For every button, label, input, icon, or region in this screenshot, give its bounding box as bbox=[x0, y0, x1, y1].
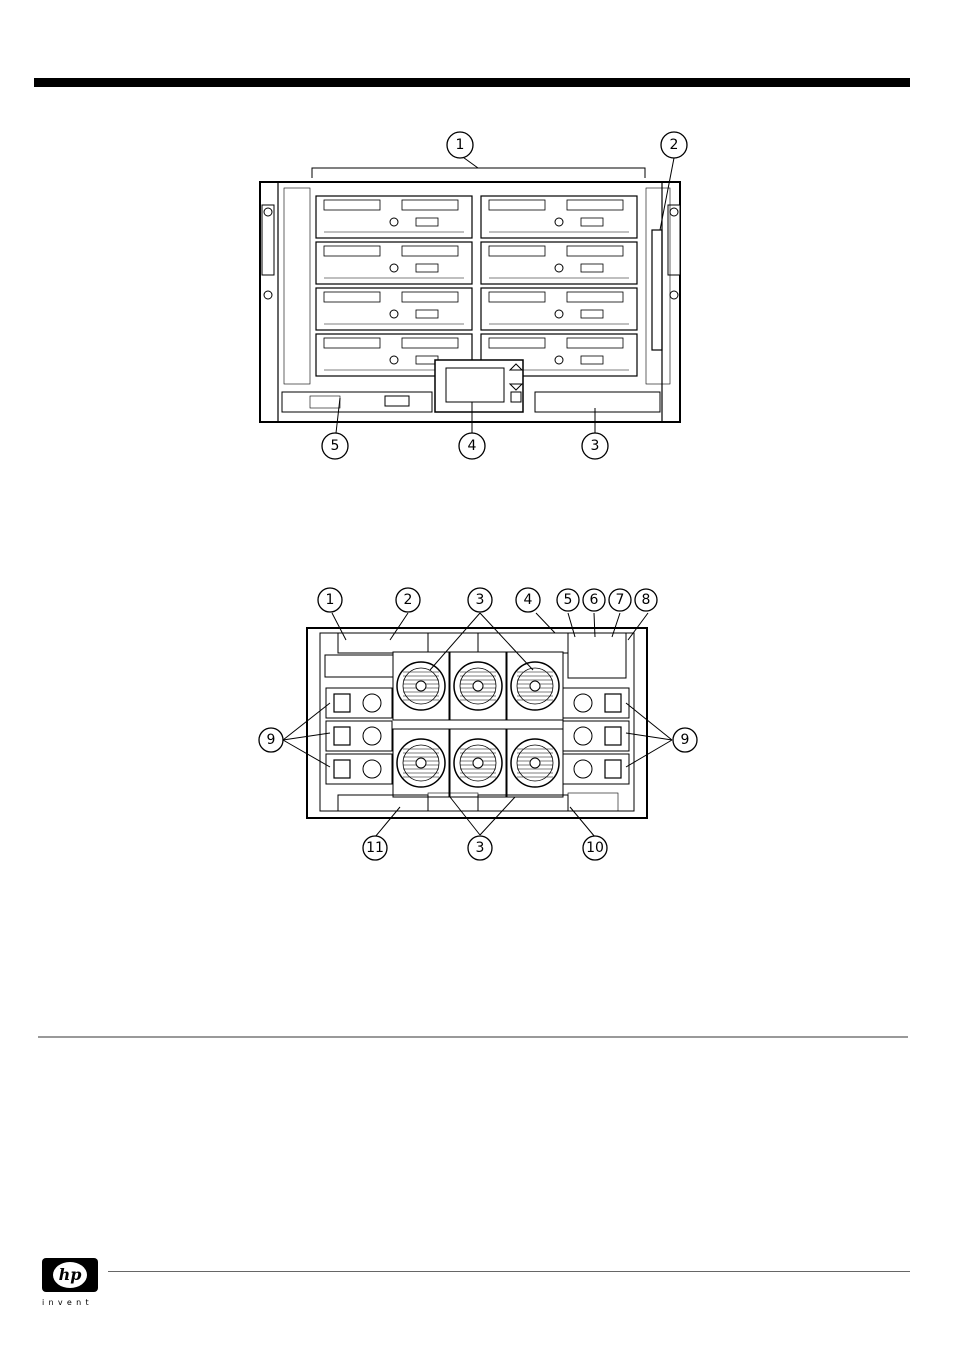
svg-text:3: 3 bbox=[476, 840, 485, 856]
svg-text:5: 5 bbox=[331, 438, 340, 454]
fan bbox=[507, 652, 563, 720]
power-supply bbox=[563, 688, 629, 718]
power-supply bbox=[326, 754, 392, 784]
fan bbox=[450, 729, 506, 797]
rear-callout-1: 1 bbox=[318, 588, 342, 612]
svg-text:9: 9 bbox=[267, 732, 276, 748]
rear-callout-3-top: 3 bbox=[468, 588, 492, 612]
svg-text:4: 4 bbox=[468, 438, 477, 454]
power-supply bbox=[563, 754, 629, 784]
callout-3: 3 bbox=[582, 433, 608, 459]
rear-callout-9-left: 9 bbox=[259, 728, 283, 752]
rear-callout-2: 2 bbox=[396, 588, 420, 612]
svg-text:3: 3 bbox=[476, 592, 485, 608]
blade-bay bbox=[481, 288, 637, 330]
svg-text:3: 3 bbox=[591, 438, 600, 454]
svg-text:5: 5 bbox=[564, 592, 573, 608]
rear-callout-10: 10 bbox=[583, 836, 607, 860]
blade-bay bbox=[316, 196, 472, 238]
rear-callout-8: 8 bbox=[635, 589, 657, 611]
footer-rule bbox=[108, 1271, 910, 1272]
rear-callout-3-bottom: 3 bbox=[468, 836, 492, 860]
section-divider bbox=[38, 1036, 908, 1038]
callout-4: 4 bbox=[459, 433, 485, 459]
blade-bay bbox=[316, 288, 472, 330]
power-supply bbox=[326, 721, 392, 751]
svg-text:9: 9 bbox=[681, 732, 690, 748]
rear-callout-6: 6 bbox=[583, 589, 605, 611]
hp-tagline: invent bbox=[42, 1298, 93, 1307]
svg-text:1: 1 bbox=[456, 137, 465, 153]
callout-1: 1 bbox=[447, 132, 473, 158]
svg-text:2: 2 bbox=[404, 592, 413, 608]
rear-callout-5: 5 bbox=[557, 589, 579, 611]
power-supply bbox=[563, 721, 629, 751]
fan bbox=[393, 652, 449, 720]
hp-logo: hp bbox=[40, 1256, 100, 1296]
callout-2: 2 bbox=[661, 132, 687, 158]
enclosure-rear-view: 1 2 3 4 5 6 7 8 9 9 11 3 10 bbox=[250, 585, 710, 865]
fan bbox=[507, 729, 563, 797]
fan bbox=[393, 729, 449, 797]
svg-text:7: 7 bbox=[616, 592, 625, 608]
power-supply bbox=[326, 688, 392, 718]
svg-text:10: 10 bbox=[586, 840, 604, 856]
rear-callout-9-right: 9 bbox=[673, 728, 697, 752]
header-rule bbox=[34, 78, 910, 87]
rear-callout-7: 7 bbox=[609, 589, 631, 611]
svg-text:1: 1 bbox=[326, 592, 335, 608]
hp-logo-text: hp bbox=[59, 1265, 82, 1284]
fan bbox=[450, 652, 506, 720]
rear-callout-4: 4 bbox=[516, 588, 540, 612]
blade-bay bbox=[316, 242, 472, 284]
blade-bay bbox=[481, 242, 637, 284]
blade-bay bbox=[481, 196, 637, 238]
enclosure-front-view: 1 2 5 4 3 bbox=[250, 130, 700, 460]
callout-5: 5 bbox=[322, 433, 348, 459]
svg-text:8: 8 bbox=[642, 592, 651, 608]
svg-text:4: 4 bbox=[524, 592, 533, 608]
rear-callout-11: 11 bbox=[363, 836, 387, 860]
svg-text:11: 11 bbox=[366, 840, 384, 856]
svg-text:2: 2 bbox=[670, 137, 679, 153]
svg-text:6: 6 bbox=[590, 592, 599, 608]
insight-display bbox=[435, 360, 523, 412]
